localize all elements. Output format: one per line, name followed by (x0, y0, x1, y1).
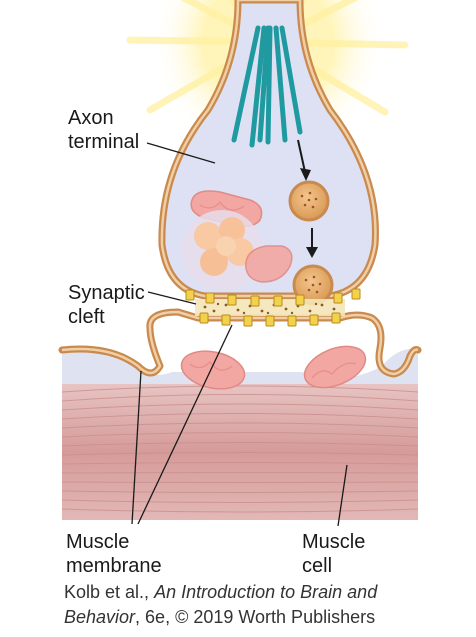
muscle-cell (62, 338, 418, 520)
caption-title-part1: An Introduction to Brain and (154, 582, 377, 602)
label-muscle-cell-line1: Muscle (302, 531, 365, 554)
caption-line1: Kolb et al., An Introduction to Brain an… (64, 582, 377, 603)
label-axon-terminal-line2: terminal (68, 131, 139, 154)
label-muscle-membrane-line1: Muscle (66, 531, 129, 554)
label-axon-terminal-line1: Axon (68, 107, 114, 130)
synaptic-vesicle (290, 182, 328, 220)
label-synaptic-cleft-line2: cleft (68, 306, 105, 329)
caption-prefix: Kolb et al., (64, 582, 154, 602)
vesicle-cluster (182, 210, 262, 290)
caption-title-part2: Behavior (64, 607, 135, 627)
caption-line2: Behavior, 6e, © 2019 Worth Publishers (64, 607, 375, 628)
label-synaptic-cleft-line1: Synaptic (68, 282, 145, 305)
label-muscle-cell-line2: cell (302, 555, 332, 578)
caption-edition: , 6e, © 2019 Worth Publishers (135, 607, 375, 627)
label-muscle-membrane-line2: membrane (66, 555, 162, 578)
